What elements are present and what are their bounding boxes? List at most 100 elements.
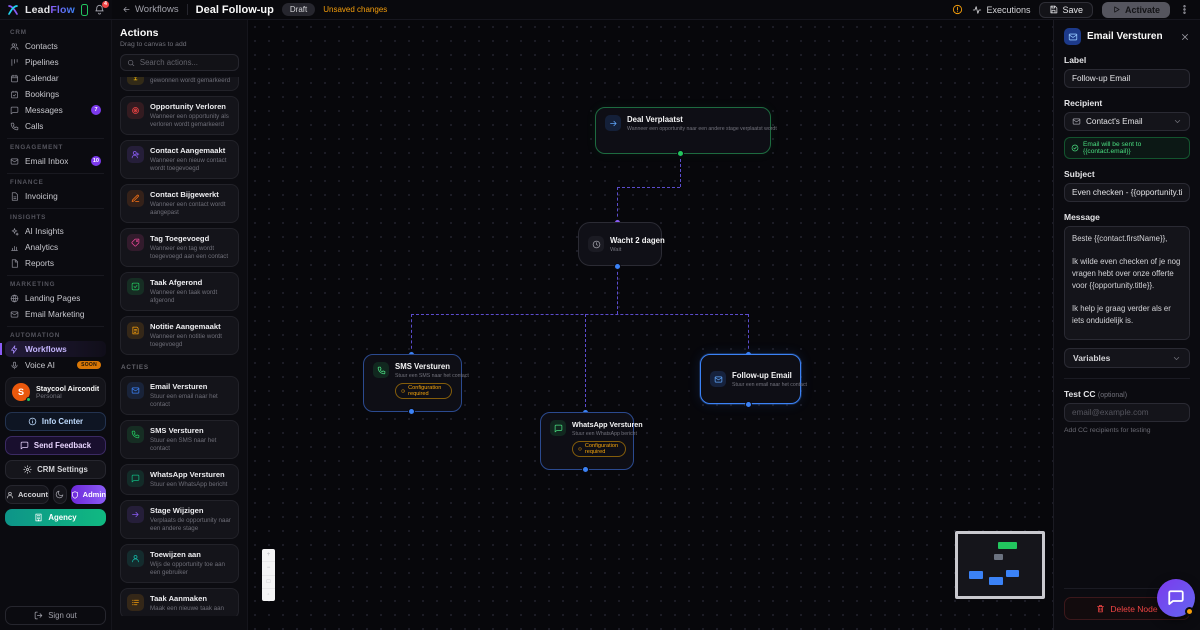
zoom-in-button[interactable]: + bbox=[262, 549, 275, 563]
activate-button[interactable]: Activate bbox=[1101, 1, 1170, 18]
recipient-select[interactable]: Contact's Email bbox=[1064, 112, 1190, 131]
notifications-button[interactable]: 4 bbox=[94, 1, 109, 15]
action-desc: Wanneer een taak wordt afgerond bbox=[150, 288, 218, 304]
close-icon[interactable] bbox=[1180, 32, 1190, 42]
sidebar-item-pipelines[interactable]: Pipelines bbox=[5, 54, 106, 70]
action-card-partial[interactable]: Wanneer een opportunity als gewonnen wor… bbox=[120, 77, 239, 92]
save-button[interactable]: Save bbox=[1039, 1, 1093, 18]
node-wacht-2-dagen[interactable]: Wacht 2 dagen Wait bbox=[578, 222, 665, 266]
divider bbox=[7, 326, 104, 327]
sidebar-item-calendar[interactable]: Calendar bbox=[5, 70, 106, 86]
connector-handle[interactable] bbox=[614, 263, 621, 270]
actions-search[interactable] bbox=[120, 54, 239, 71]
account-button[interactable]: Account bbox=[5, 485, 49, 504]
variables-accordion[interactable]: Variables bbox=[1064, 348, 1190, 368]
executions-button[interactable]: Executions bbox=[972, 5, 1030, 15]
node-sms-versturen[interactable]: SMS Versturen Stuur een SMS naar het con… bbox=[363, 354, 469, 412]
note-icon bbox=[127, 322, 144, 340]
back-to-workflows[interactable]: Workflows bbox=[122, 4, 179, 15]
feedback-icon bbox=[20, 441, 29, 450]
sidebar-item-reports[interactable]: Reports bbox=[5, 255, 106, 271]
more-menu-icon[interactable] bbox=[1179, 4, 1190, 15]
lock-button[interactable]: ◦ bbox=[267, 591, 270, 598]
edit-icon bbox=[127, 190, 144, 208]
send-feedback-button[interactable]: Send Feedback bbox=[5, 436, 106, 455]
sidebar-item-analytics[interactable]: Analytics bbox=[5, 239, 106, 255]
workflow-canvas[interactable]: Deal Verplaatst Wanneer een opportunity … bbox=[248, 20, 1053, 630]
search-input[interactable] bbox=[139, 58, 232, 67]
canvas-zoom-controls[interactable]: + − □ ◦ bbox=[262, 549, 275, 601]
crm-settings-button[interactable]: CRM Settings bbox=[5, 460, 106, 479]
sidebar-item-label: Voice AI bbox=[25, 360, 55, 370]
agency-button[interactable]: Agency bbox=[5, 509, 106, 526]
user-plus-icon bbox=[127, 146, 144, 164]
connector-handle[interactable] bbox=[582, 466, 589, 473]
bell-icon bbox=[94, 4, 105, 15]
actions-group-label: ACTIES bbox=[121, 364, 149, 372]
mobile-preview-icon[interactable] bbox=[81, 3, 88, 16]
action-title: Taak Aanmaken bbox=[150, 593, 207, 603]
sidebar-section-finance: FINANCE bbox=[10, 179, 44, 186]
fit-view-button[interactable]: □ bbox=[262, 576, 275, 589]
sidebar-item-ai-insights[interactable]: AI Insights bbox=[5, 223, 106, 239]
label-input[interactable] bbox=[1064, 69, 1190, 88]
node-follow-up-email[interactable]: Follow-up Email Stuur een email naar het… bbox=[700, 354, 807, 404]
connector-handle[interactable] bbox=[677, 150, 684, 157]
sidebar-item-calls[interactable]: Calls bbox=[5, 118, 106, 134]
edge bbox=[617, 187, 680, 188]
node-inspector-panel: Email Versturen Label Recipient Contact'… bbox=[1053, 20, 1200, 630]
trash-icon bbox=[1096, 604, 1105, 613]
sidebar-item-landing-pages[interactable]: Landing Pages bbox=[5, 290, 106, 306]
info-center-button[interactable]: Info Center bbox=[5, 412, 106, 431]
theme-toggle-button[interactable] bbox=[53, 485, 67, 504]
sidebar-item-contacts[interactable]: Contacts bbox=[5, 38, 106, 54]
connector-handle[interactable] bbox=[745, 401, 752, 408]
node-whatsapp-versturen[interactable]: WhatsApp Versturen Stuur een WhatsApp be… bbox=[540, 412, 643, 470]
mail-icon bbox=[127, 382, 144, 400]
warning-icon[interactable] bbox=[952, 4, 963, 15]
sidebar-item-workflows[interactable]: Workflows bbox=[0, 341, 106, 357]
globe-icon bbox=[10, 294, 19, 303]
action-desc: Maak een nieuwe taak aan bbox=[150, 604, 224, 612]
zoom-out-button[interactable]: − bbox=[262, 562, 275, 576]
connector-handle[interactable] bbox=[408, 408, 415, 415]
edge bbox=[617, 187, 618, 222]
save-icon bbox=[1049, 5, 1058, 14]
message-textarea[interactable]: Beste {{contact.firstName}}, Ik wilde ev… bbox=[1064, 226, 1190, 340]
node-title: Follow-up Email bbox=[732, 370, 792, 380]
search-icon bbox=[127, 59, 135, 67]
support-chat-button[interactable] bbox=[1157, 579, 1195, 617]
action-title: Stage Wijzigen bbox=[150, 505, 204, 515]
test-cc-input[interactable] bbox=[1064, 403, 1190, 422]
minimap[interactable] bbox=[955, 531, 1045, 599]
sidebar-item-email-marketing[interactable]: Email Marketing bbox=[5, 306, 106, 322]
node-deal-verplaatst[interactable]: Deal Verplaatst Wanneer een opportunity … bbox=[595, 107, 777, 154]
action-title: Toewijzen aan bbox=[150, 549, 201, 559]
sign-out-button[interactable]: Sign out bbox=[5, 606, 106, 625]
mic-icon bbox=[10, 361, 19, 370]
user-card[interactable]: S Staycool Airconditio... Personal bbox=[5, 377, 106, 407]
subject-input[interactable] bbox=[1064, 183, 1190, 202]
sidebar-item-bookings[interactable]: Bookings bbox=[5, 86, 106, 102]
sidebar-item-invoicing[interactable]: Invoicing bbox=[5, 188, 106, 204]
actions-panel-subtitle: Drag to canvas to add bbox=[120, 41, 187, 48]
minimap-node bbox=[989, 577, 1003, 585]
test-cc-label: Test CC (optional) bbox=[1064, 389, 1128, 399]
admin-button[interactable]: Admin bbox=[70, 485, 106, 504]
